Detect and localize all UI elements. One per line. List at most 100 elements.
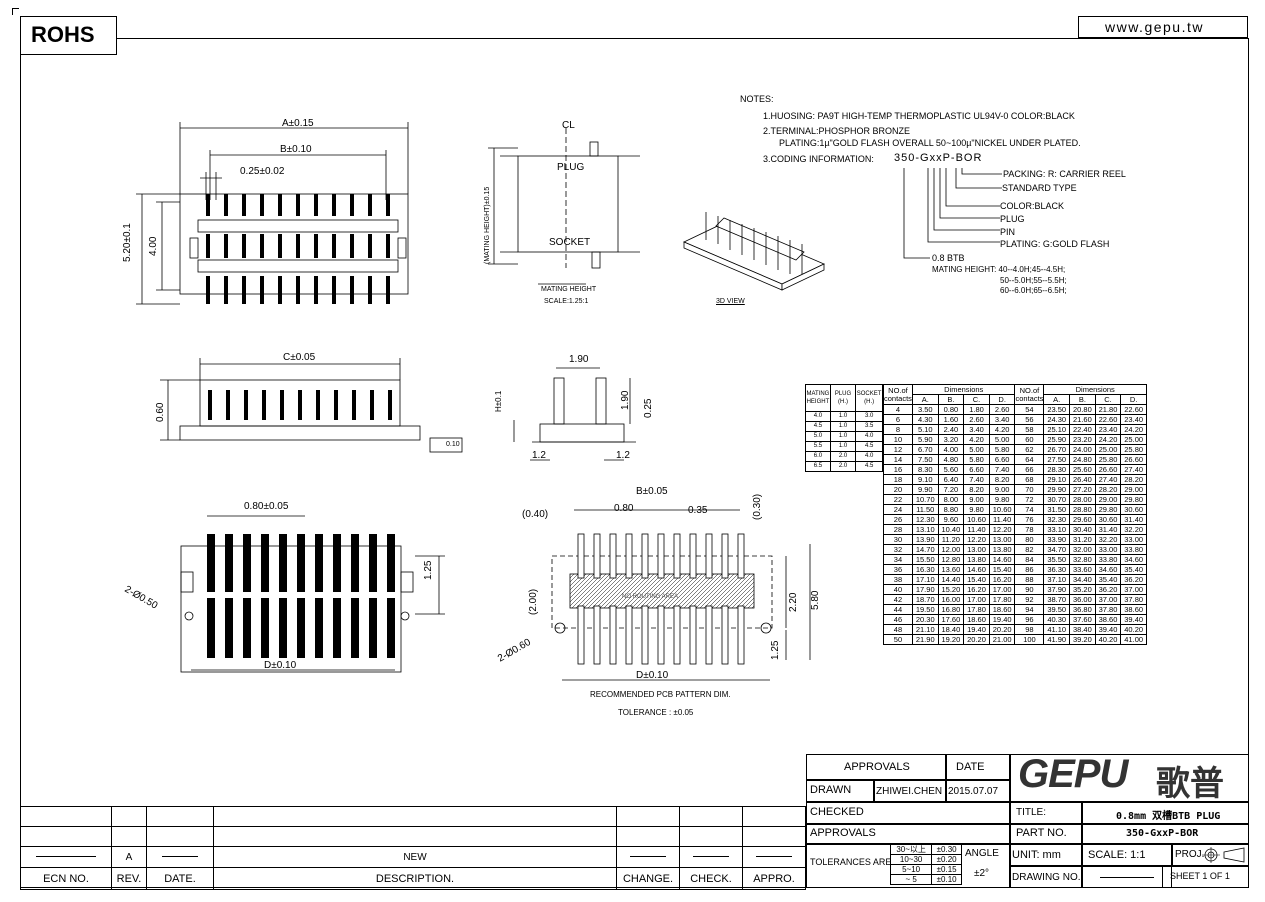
tolerance-cell: ~ 5 [889,874,933,885]
dim-c: C±0.05 [283,352,316,363]
dimension-column-header: B. [937,394,965,405]
mating-cell: 4.5 [855,461,883,472]
dimension-cell: 35.40 [1120,564,1147,575]
no-of-contacts-header: NO.of contacts [1014,384,1045,405]
mating-height-note: 60--6.0H;65--6.5H; [1000,286,1067,295]
dimension-cell: 36.80 [1069,604,1096,615]
dimension-cell: 30.70 [1043,494,1071,505]
dimension-cell: 13.00 [963,544,990,555]
dimension-cell: 2.60 [988,404,1016,415]
pcb-dim-220: 2.20 [788,592,799,612]
dimension-cell: 66 [1014,464,1045,475]
dimension-cell: 22 [883,494,913,505]
dimension-cell: 20 [883,484,913,495]
dimension-cell: 36.20 [1120,574,1147,585]
dimension-cell: 34.40 [1069,574,1096,585]
dimension-cell: 60 [1014,434,1045,445]
dimension-cell: 26.60 [1120,454,1147,465]
dimension-cell: 28.00 [1069,494,1096,505]
dimension-cell: 8.20 [988,474,1016,485]
dimension-cell: 78 [1014,524,1045,535]
dimension-cell: 13.10 [911,524,939,535]
mating-header: MATING HEIGHT [805,384,831,412]
website-box: www.gepu.tw [1078,16,1248,38]
dimension-cell: 22.40 [1069,424,1096,435]
dimension-cell: 30.60 [1120,504,1147,515]
rev-change-cell [616,846,680,868]
part-label: PART NO. [1016,827,1067,839]
dimension-cell: 40.20 [1120,624,1147,635]
dimension-cell: 10.40 [937,524,965,535]
drawing-title: 0.8mm 双槽BTB PLUG [1116,811,1221,822]
projection-label: PROJ. [1175,849,1205,860]
dimension-cell: 27.40 [1120,464,1147,475]
dimension-cell: 13.60 [937,564,965,575]
mating-cell: 4.5 [855,441,883,452]
dimension-cell: 3.50 [911,404,939,415]
dimension-cell: 28.80 [1069,504,1096,515]
3d-view [683,212,825,291]
dimension-cell: 15.40 [988,564,1016,575]
dimension-cell: 13.80 [963,554,990,565]
coding-leader-lines [903,168,1002,259]
drawn-label: DRAWN [810,784,852,796]
tolerance-cell: 30~以上 [889,844,933,855]
dimension-cell: 4.80 [937,454,965,465]
dimension-cell: 17.10 [911,574,939,585]
dimension-cell: 88 [1014,574,1045,585]
dimension-cell: 15.20 [937,584,965,595]
dimension-cell: 23.40 [1094,424,1122,435]
dimension-cell: 27.50 [1043,454,1071,465]
dimension-cell: 5.80 [988,444,1016,455]
dimension-cell: 21.80 [1094,404,1122,415]
dimension-cell: 29.80 [1094,504,1122,515]
dimension-cell: 72 [1014,494,1045,505]
dimension-cell: 2.40 [937,424,965,435]
dimension-cell: 62 [1014,444,1045,455]
dimension-cell: 29.10 [1043,474,1071,485]
dimension-cell: 10.60 [988,504,1016,515]
pcb-dim-200: (2.00) [528,588,539,615]
dimension-cell: 18 [883,474,913,485]
mating-height-caption: MATING HEIGHT [541,286,597,293]
dimension-cell: 32.00 [1069,544,1096,555]
dimension-cell: 19.50 [911,604,939,615]
dimension-cell: 7.40 [963,474,990,485]
rev-header: ECN NO. [20,867,112,890]
dimension-cell: 33.00 [1120,534,1147,545]
dimension-cell: 80 [1014,534,1045,545]
sheet-label: SHEET 1 OF 1 [1170,871,1230,881]
coding-item: PLUG [1000,214,1025,224]
dimension-cell: 29.60 [1069,514,1096,525]
dimension-cell: 36.30 [1043,564,1071,575]
dimension-cell: 25.80 [1120,444,1147,455]
dimension-cell: 14.60 [963,564,990,575]
rev-header: REV. [111,867,147,890]
dimension-cell: 13.80 [988,544,1016,555]
tolerance-cell: 5~10 [889,864,933,875]
dimension-cell: 12 [883,444,913,455]
approvals-label: APPROVALS [810,827,876,839]
coding-item: PACKING: R: CARRIER REEL [1003,169,1126,179]
dimension-cell: 30 [883,534,913,545]
mating-cell: 6.5 [805,461,831,472]
dimension-cell: 34.60 [1120,554,1147,565]
dimension-cell: 24.20 [1120,424,1147,435]
pcb-caption: RECOMMENDED PCB PATTERN DIM. [590,690,731,699]
side-view [160,358,463,453]
dimension-cell: 24 [883,504,913,515]
pcb-pattern [551,509,811,681]
dimension-cell: 94 [1014,604,1045,615]
mating-cell: 1.0 [829,421,857,432]
date-header: DATE [956,761,985,773]
dimension-cell: 15.50 [911,554,939,565]
dimension-cell: 25.00 [1120,434,1147,445]
dimension-cell: 24.30 [1043,414,1071,425]
dimension-cell: 37.00 [1120,584,1147,595]
dimension-cell: 68 [1014,474,1045,485]
website-text: www.gepu.tw [1105,19,1204,35]
dimension-cell: 40.20 [1094,634,1122,645]
dimension-cell: 84 [1014,554,1045,565]
dimension-cell: 6 [883,414,913,425]
